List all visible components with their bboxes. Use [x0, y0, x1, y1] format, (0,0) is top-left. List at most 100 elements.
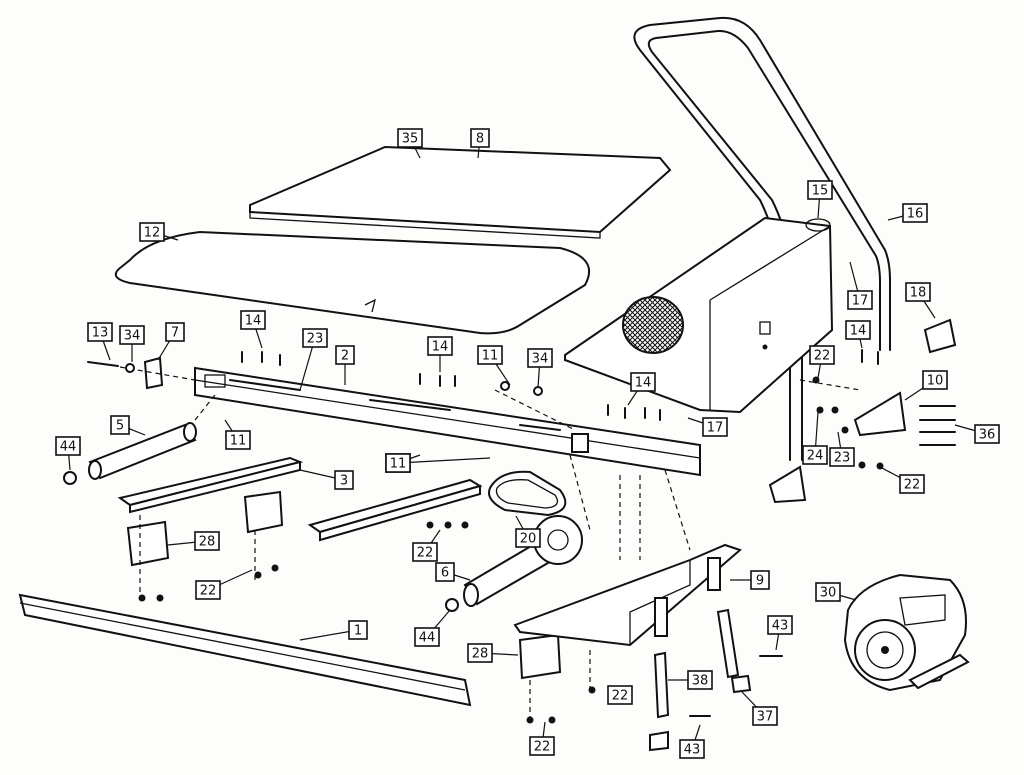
callout-22: 22 [809, 345, 835, 379]
callout-number: 22 [814, 349, 831, 364]
callout-number: 35 [402, 132, 419, 147]
callout-number: 20 [520, 532, 537, 547]
callout-box [240, 310, 266, 330]
callout-box [829, 447, 855, 467]
motor-plate-part [513, 543, 742, 647]
callout-number: 17 [707, 421, 724, 436]
callout-20: 20 [515, 515, 541, 548]
callout-43: 43 [679, 724, 705, 759]
callout-box [809, 345, 835, 365]
callout-22: 22 [881, 467, 925, 494]
frame-rail-part [194, 366, 701, 477]
callout-number: 5 [116, 419, 124, 434]
callout-number: 28 [472, 647, 489, 662]
hardware-parts [63, 349, 956, 724]
callout-number: 2 [341, 349, 349, 364]
callout-38: 38 [668, 670, 713, 690]
callout-9: 9 [730, 570, 770, 590]
callout-23: 23 [829, 431, 855, 467]
callout-3: 3 [299, 469, 354, 490]
callout-11: 11 [385, 453, 491, 473]
callout-number: 37 [757, 710, 774, 725]
callout-34: 34 [119, 325, 145, 362]
callout-box [385, 453, 411, 473]
callout-box [435, 562, 455, 582]
callout-23: 23 [299, 328, 328, 391]
callout-box [845, 320, 871, 340]
bolt-part [87, 361, 119, 367]
callout-number: 22 [200, 584, 217, 599]
callout-box [527, 348, 553, 368]
callout-17: 17 [847, 261, 873, 310]
callout-18: 18 [905, 282, 936, 319]
callout-number: 44 [60, 440, 77, 455]
callout-6: 6 [435, 562, 471, 582]
callout-number: 43 [772, 619, 789, 634]
callout-box [974, 424, 1000, 444]
side-bracket-part [768, 391, 907, 504]
callout-box [110, 415, 130, 435]
callout-34: 34 [527, 348, 553, 389]
callout-24: 24 [802, 411, 828, 465]
callout-number: 14 [635, 376, 652, 391]
callout-number: 1 [354, 624, 362, 639]
callout-number: 23 [834, 451, 851, 466]
belt-part [114, 230, 591, 335]
callout-7: 7 [157, 322, 185, 361]
callout-44: 44 [55, 436, 81, 471]
callout-number: 22 [417, 546, 434, 561]
callout-number: 22 [612, 689, 629, 704]
callout-box [470, 128, 490, 148]
post-part [649, 608, 752, 752]
callout-box [397, 128, 423, 148]
callout-number: 13 [92, 326, 109, 341]
callout-11: 11 [477, 345, 511, 386]
callout-5: 5 [110, 415, 146, 436]
callout-box [348, 620, 368, 640]
foot-part [126, 490, 562, 680]
callout-number: 38 [692, 674, 709, 689]
callout-box [334, 470, 354, 490]
callout-11: 11 [224, 419, 251, 450]
callout-box [687, 670, 713, 690]
callout-box [139, 222, 165, 242]
callout-number: 22 [534, 740, 551, 755]
callout-number: 14 [245, 314, 262, 329]
callout-number: 30 [820, 586, 837, 601]
callout-22: 22 [607, 685, 633, 705]
callout-2: 2 [335, 345, 355, 385]
callout-number: 15 [812, 184, 829, 199]
callout-box [847, 290, 873, 310]
callout-box [767, 615, 793, 635]
callout-number: 17 [852, 294, 869, 309]
callout-box [225, 430, 251, 450]
callout-number: 9 [756, 574, 764, 589]
callout-box [414, 627, 440, 647]
callout-22: 22 [412, 529, 441, 562]
callout-14: 14 [627, 372, 656, 406]
callout-number: 14 [432, 340, 449, 355]
callout-16: 16 [887, 203, 928, 223]
motor-part [843, 573, 970, 692]
callout-43: 43 [767, 615, 793, 651]
callout-box [752, 706, 778, 726]
callout-box [477, 345, 503, 365]
top-cover-part [249, 145, 672, 239]
callout-box [702, 417, 728, 437]
callout-13: 13 [87, 322, 113, 361]
callout-12: 12 [139, 222, 179, 242]
front-roller-part [88, 422, 197, 480]
callout-box [515, 528, 541, 548]
callout-box [302, 328, 328, 348]
callout-box [902, 203, 928, 223]
callout-14: 14 [240, 310, 266, 349]
callout-box [807, 180, 833, 200]
drive-belt-part [488, 470, 567, 516]
callout-28: 28 [167, 531, 220, 551]
callout-box [467, 643, 493, 663]
callout-22: 22 [529, 721, 555, 756]
callout-box [905, 282, 931, 302]
rear-roller-part [463, 515, 583, 607]
callout-number: 7 [171, 326, 179, 341]
